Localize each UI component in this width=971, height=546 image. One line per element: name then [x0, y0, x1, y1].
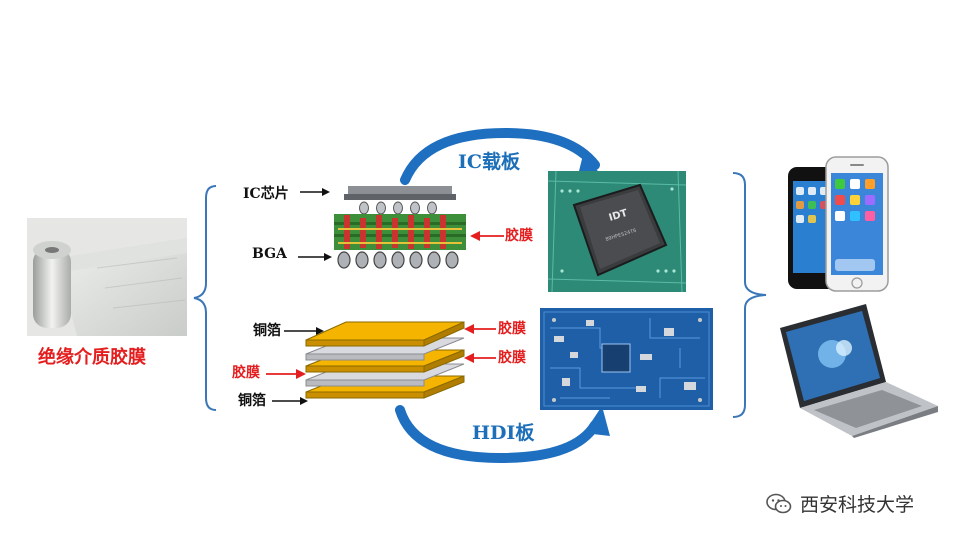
hdi-laminate-stack	[305, 321, 465, 399]
film-right-label-1: 胶膜	[498, 321, 526, 337]
ic-substrate-chip-photo: IDT 89HPES24T6	[548, 171, 686, 292]
ic-film-arrow	[470, 231, 504, 241]
bga-label: BGA	[252, 246, 287, 262]
hdi-board-title: HDI板	[472, 422, 535, 444]
film-left-arrow	[266, 369, 306, 379]
film-right-arrow-2	[464, 353, 496, 363]
laptop-photo	[780, 304, 938, 438]
right-bracket	[732, 172, 767, 418]
svg-text:IDT: IDT	[608, 208, 629, 224]
copper-foil-top-arrow	[284, 327, 324, 335]
ic-chip-arrow	[300, 188, 330, 196]
copper-foil-bottom-arrow	[272, 397, 308, 405]
left-bracket	[193, 185, 217, 411]
wechat-icon	[766, 493, 792, 513]
film-roll-photo	[27, 218, 187, 336]
ic-package-cross-section	[334, 186, 466, 269]
smartphones-photo	[788, 156, 889, 292]
ic-chip-label: IC芯片	[243, 186, 289, 202]
film-right-label-2: 胶膜	[498, 350, 526, 366]
bottom-curved-arrow	[395, 405, 610, 464]
hdi-board-photo	[540, 308, 713, 410]
film-caption: 绝缘介质胶膜	[38, 347, 146, 368]
watermark: 西安科技大学	[766, 490, 914, 517]
copper-foil-top-label: 铜箔	[253, 323, 281, 339]
ic-film-label: 胶膜	[505, 228, 533, 244]
film-right-arrow-1	[464, 324, 496, 334]
watermark-text: 西安科技大学	[800, 494, 915, 516]
ic-substrate-title: IC载板	[458, 151, 521, 173]
copper-foil-bottom-label: 铜箔	[238, 393, 266, 409]
bga-arrow	[298, 253, 332, 261]
film-left-label: 胶膜	[232, 365, 260, 381]
